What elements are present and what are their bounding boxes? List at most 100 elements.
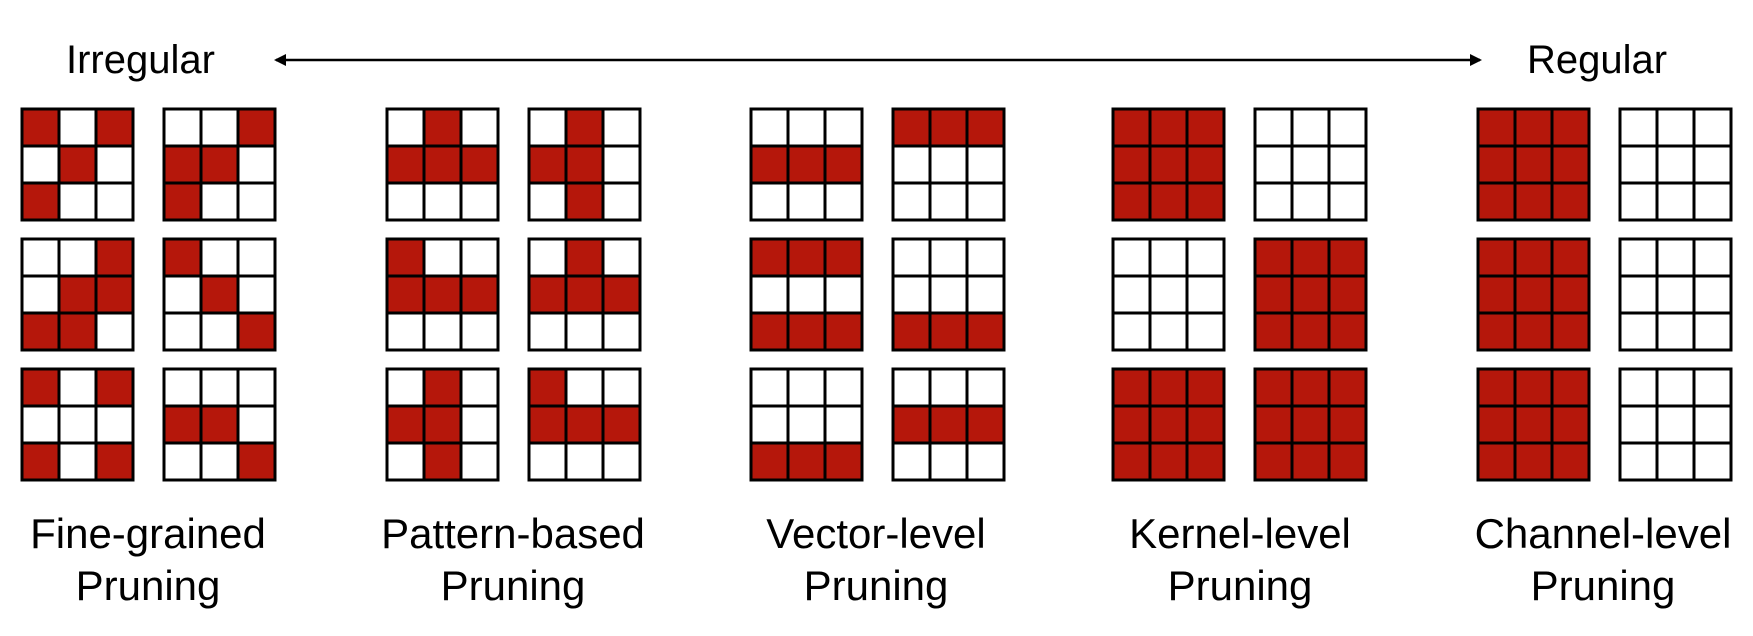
empty-cell (928, 367, 969, 408)
kernel-grid (162, 237, 277, 352)
empty-cell (891, 144, 932, 185)
pruned-cell (1148, 144, 1189, 185)
kernel-grid (1111, 237, 1226, 352)
kernel-grid (749, 107, 864, 222)
empty-cell (1655, 237, 1696, 278)
pruning-group-1 (20, 107, 277, 482)
pruned-cell (1111, 107, 1152, 148)
pruned-cell (1513, 441, 1554, 482)
pruned-cell (786, 144, 827, 185)
pruned-cell (199, 404, 240, 445)
empty-cell (57, 404, 98, 445)
pruned-cell (786, 311, 827, 352)
pruned-cell (1513, 367, 1554, 408)
empty-cell (94, 144, 135, 185)
pruned-cell (1185, 144, 1226, 185)
pruned-cell (601, 274, 642, 315)
pruned-cell (1476, 144, 1517, 185)
pruned-cell (928, 404, 969, 445)
empty-cell (1253, 181, 1294, 222)
empty-cell (459, 367, 500, 408)
pruned-cell (385, 237, 426, 278)
empty-cell (1618, 181, 1659, 222)
empty-cell (1618, 237, 1659, 278)
pruned-cell (1476, 237, 1517, 278)
empty-cell (1655, 274, 1696, 315)
empty-cell (749, 404, 790, 445)
pruned-cell (1148, 404, 1189, 445)
pruned-cell (20, 441, 61, 482)
pruned-cell (564, 274, 605, 315)
empty-cell (385, 181, 426, 222)
caption-line1: Pattern-based (381, 510, 645, 557)
pruned-cell (1513, 107, 1554, 148)
pruned-cell (162, 181, 203, 222)
pruned-cell (1111, 367, 1152, 408)
empty-cell (20, 274, 61, 315)
pruned-cell (564, 107, 605, 148)
empty-cell (749, 181, 790, 222)
pruned-cell (1550, 311, 1591, 352)
pruned-cell (891, 311, 932, 352)
empty-cell (1618, 441, 1659, 482)
empty-cell (1692, 441, 1733, 482)
empty-cell (965, 144, 1006, 185)
kernel-grid (527, 367, 642, 482)
empty-cell (527, 181, 568, 222)
empty-cell (1655, 441, 1696, 482)
empty-cell (1692, 404, 1733, 445)
empty-cell (385, 367, 426, 408)
pruned-cell (1111, 144, 1152, 185)
pruned-cell (1476, 181, 1517, 222)
kernel-grid (891, 107, 1006, 222)
pruned-cell (564, 181, 605, 222)
empty-cell (823, 404, 864, 445)
pruned-cell (1290, 237, 1331, 278)
kernel-grid (527, 237, 642, 352)
empty-cell (459, 404, 500, 445)
empty-cell (891, 181, 932, 222)
empty-cell (601, 107, 642, 148)
kernel-grid (1253, 107, 1368, 222)
pruned-cell (1290, 367, 1331, 408)
kernel-grid (20, 367, 135, 482)
empty-cell (527, 441, 568, 482)
empty-cell (459, 107, 500, 148)
pruned-cell (236, 441, 277, 482)
empty-cell (236, 367, 277, 408)
empty-cell (57, 107, 98, 148)
pruned-cell (928, 311, 969, 352)
empty-cell (459, 311, 500, 352)
pruned-cell (1290, 404, 1331, 445)
empty-cell (94, 311, 135, 352)
pruned-cell (1513, 237, 1554, 278)
caption-line2: Pruning (440, 562, 586, 609)
empty-cell (1618, 367, 1659, 408)
empty-cell (786, 404, 827, 445)
pruned-cell (1550, 107, 1591, 148)
empty-cell (928, 274, 969, 315)
empty-cell (459, 441, 500, 482)
pruned-cell (1253, 237, 1294, 278)
empty-cell (162, 367, 203, 408)
pruned-cell (527, 274, 568, 315)
empty-cell (236, 237, 277, 278)
pruned-cell (422, 441, 463, 482)
empty-cell (236, 144, 277, 185)
empty-cell (1692, 367, 1733, 408)
empty-cell (57, 181, 98, 222)
empty-cell (823, 107, 864, 148)
empty-cell (199, 107, 240, 148)
kernel-grid (891, 367, 1006, 482)
empty-cell (422, 181, 463, 222)
empty-cell (1655, 367, 1696, 408)
pruned-cell (749, 144, 790, 185)
pruned-cell (459, 144, 500, 185)
caption-line1: Fine-grained (30, 510, 266, 557)
pruned-cell (236, 107, 277, 148)
pruned-cell (1148, 367, 1189, 408)
empty-cell (162, 311, 203, 352)
pruned-cell (965, 311, 1006, 352)
empty-cell (1692, 181, 1733, 222)
pruned-cell (422, 144, 463, 185)
